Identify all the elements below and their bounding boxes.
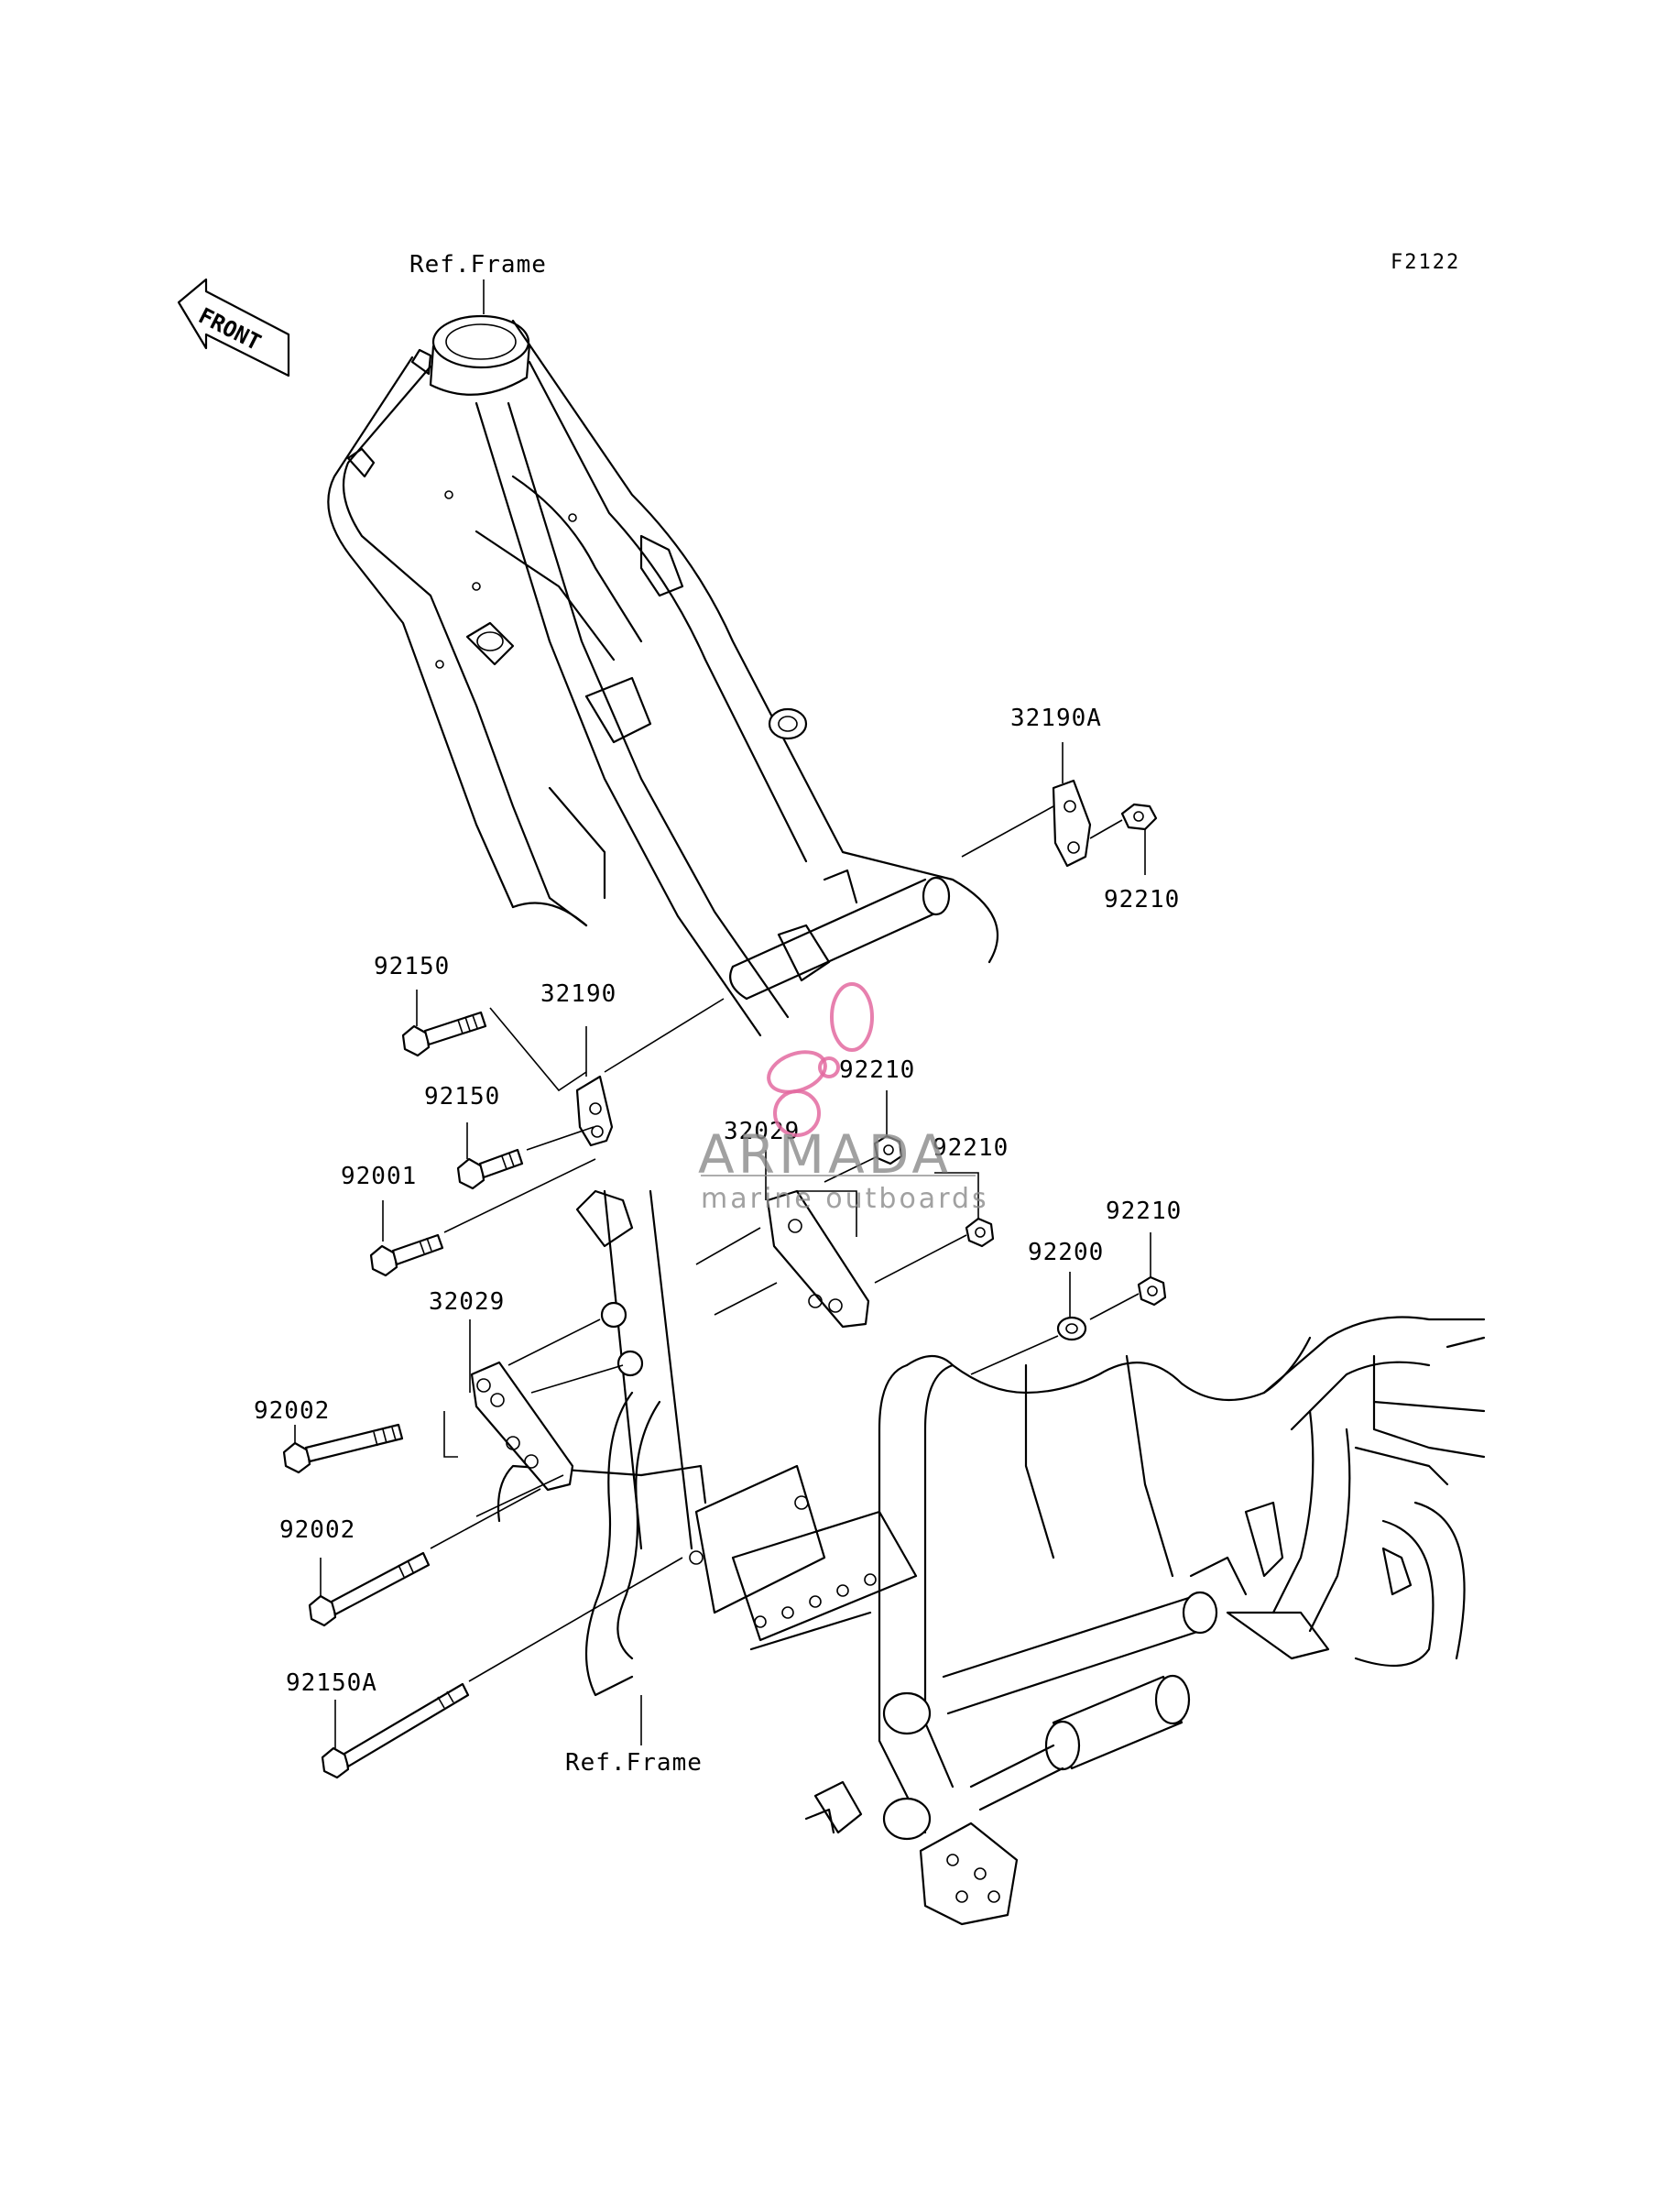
ref-frame-label-bottom: Ref.Frame bbox=[565, 1749, 703, 1777]
part-32190A: 32190A bbox=[961, 705, 1102, 868]
part-label-92002-b: 92002 bbox=[279, 1516, 355, 1544]
part-label-92210-far: 92210 bbox=[1106, 1198, 1182, 1225]
part-label-32190A: 32190A bbox=[1010, 705, 1102, 732]
part-label-92001: 92001 bbox=[341, 1163, 417, 1190]
armada-watermark: ARMADA marine outboards bbox=[698, 982, 989, 1215]
part-label-92150-a: 92150 bbox=[374, 953, 450, 980]
part-label-92002-a: 92002 bbox=[254, 1397, 330, 1425]
part-92210-top: 92210 bbox=[1089, 803, 1180, 914]
part-92001: 92001 bbox=[341, 1158, 596, 1277]
ref-frame-label-top: Ref.Frame bbox=[409, 251, 547, 279]
part-32190: 32190 bbox=[540, 980, 725, 1147]
part-32029-left: 32029 bbox=[429, 1288, 624, 1517]
part-label-92200: 92200 bbox=[1028, 1239, 1104, 1266]
part-92210-right: 92210 bbox=[874, 1134, 1009, 1284]
part-92150A: 92150A bbox=[286, 1557, 683, 1779]
part-92210-far: 92210 bbox=[1089, 1198, 1182, 1320]
part-label-92210-mid: 92210 bbox=[839, 1056, 915, 1084]
part-label-32029-left: 32029 bbox=[429, 1288, 505, 1316]
part-label-92210-top: 92210 bbox=[1104, 886, 1180, 914]
part-label-32190: 32190 bbox=[540, 980, 616, 1008]
propeller-logo-icon bbox=[767, 982, 874, 1137]
part-92002-b: 92002 bbox=[279, 1488, 541, 1627]
part-92200: 92200 bbox=[970, 1239, 1104, 1375]
watermark-tagline: marine outboards bbox=[701, 1183, 989, 1215]
part-label-92150A: 92150A bbox=[286, 1669, 377, 1697]
lower-frame-drawing bbox=[496, 1189, 1486, 1926]
part-92150-b: 92150 bbox=[424, 1083, 595, 1190]
part-92210-mid: 92210 bbox=[824, 1056, 915, 1183]
upper-frame-drawing bbox=[327, 314, 998, 1037]
part-label-92210-right: 92210 bbox=[933, 1134, 1009, 1162]
part-label-92150-b: 92150 bbox=[424, 1083, 500, 1110]
diagram-code: F2122 bbox=[1391, 251, 1460, 274]
front-direction-arrow: FRONT bbox=[177, 278, 290, 377]
part-92002-a: 92002 bbox=[254, 1397, 404, 1474]
part-92150-a: 92150 bbox=[374, 953, 587, 1092]
